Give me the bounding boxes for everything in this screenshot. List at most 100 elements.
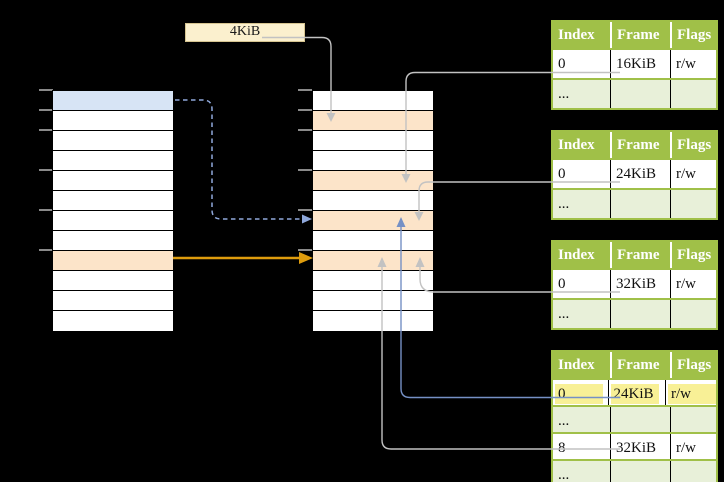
page-table-4-cell: ... (553, 461, 610, 482)
page-table-1-cell: ... (553, 80, 610, 108)
page-table-4-row-0: 0 24KiB r/w (553, 378, 716, 405)
virtual-page-row-0 (53, 91, 173, 111)
virtual-page-row-1 (53, 111, 173, 131)
virtual-page-row-5 (53, 191, 173, 211)
page-table-3-cell: ... (553, 300, 610, 328)
physical-page-row-0 (313, 91, 433, 111)
cell-value: 32KiB (616, 276, 657, 292)
cell-value: r/w (676, 56, 696, 72)
cell-value: ... (558, 413, 570, 429)
physical-page-row-8 (313, 251, 433, 271)
virtual-page-row-6 (53, 211, 173, 231)
virtual-page-row-11 (53, 311, 173, 331)
page-table-4-cell (610, 461, 670, 482)
cell-value: 0 (558, 56, 566, 72)
page-table-4-cell (670, 407, 716, 432)
cell-value: r/w (676, 166, 696, 182)
cell-value: 0 (558, 166, 566, 182)
page-table-3-cell (610, 300, 670, 328)
cell-value: r/w (676, 276, 696, 292)
page-table-4-cell: 8 (553, 434, 610, 459)
address-tick (298, 169, 312, 171)
address-tick (39, 109, 53, 111)
page-table-3-cell: 32KiB (610, 270, 670, 298)
page-table-2-row-0: 0 24KiB r/w (553, 158, 716, 188)
physical-page-row-3 (313, 151, 433, 171)
virtual-page-row-9 (53, 271, 173, 291)
cell-value: ... (558, 306, 570, 322)
virtual-address-ticks (39, 89, 53, 332)
page-table-4-cell: r/w (670, 434, 716, 459)
cell-value: r/w (676, 440, 696, 456)
page-table-1-cell (610, 80, 670, 108)
page-table-2-row-1: ... (553, 188, 716, 218)
page-table-1-row-0: 0 16KiB r/w (553, 48, 716, 78)
page-table-2-cell: 24KiB (610, 160, 670, 188)
physical-page-row-7 (313, 231, 433, 251)
virtual-page-row-3 (53, 151, 173, 171)
address-tick (39, 89, 53, 91)
cell-value: ... (558, 467, 570, 482)
column-header-index: Index (558, 137, 595, 153)
cell-value: ... (558, 196, 570, 212)
physical-address-ticks (298, 89, 312, 332)
page-table-3-cell: 0 (553, 270, 610, 298)
address-tick (39, 169, 53, 171)
physical-page-row-1 (313, 111, 433, 131)
page-table-4-row-3: ... (553, 459, 716, 482)
address-tick (298, 89, 312, 91)
virtual-page-row-7 (53, 231, 173, 251)
page-table-1-row-1: ... (553, 78, 716, 108)
address-tick (298, 109, 312, 111)
page-table-3-row-1: ... (553, 298, 716, 328)
page-table-4-cell (670, 461, 716, 482)
column-header-flags: Flags (670, 132, 716, 158)
page-table-4-cell: ... (553, 407, 610, 432)
page-table-2-cell (670, 190, 716, 218)
page-table-1-cell: 0 (553, 50, 610, 78)
page-table-4-cell: 32KiB (610, 434, 670, 459)
physical-memory-grid (312, 90, 434, 332)
column-header-flags: Flags (670, 22, 716, 48)
cell-value: 24KiB (616, 166, 657, 182)
highlighted-value: 24KiB (610, 384, 659, 404)
page-table-1-cell: 16KiB (610, 50, 670, 78)
page-table-3-cell (670, 300, 716, 328)
address-tick (298, 209, 312, 211)
physical-page-row-11 (313, 311, 433, 331)
physical-page-row-2 (313, 131, 433, 151)
column-header-index: Index (558, 247, 595, 263)
physical-page-row-5 (313, 191, 433, 211)
page-table-1-cell (670, 80, 716, 108)
column-header-frame: Frame (610, 242, 670, 268)
cell-value: 16KiB (616, 56, 657, 72)
page-table-4-cell: r/w (665, 380, 716, 405)
virtual-page-row-4 (53, 171, 173, 191)
page-table-4-cell: 24KiB (607, 380, 665, 405)
column-header-frame: Frame (610, 22, 670, 48)
column-header-index: Index (558, 27, 595, 43)
page-table-2-cell: r/w (670, 160, 716, 188)
cell-value: 0 (558, 276, 566, 292)
column-header-frame: Frame (610, 132, 670, 158)
page-table-3-cell: r/w (670, 270, 716, 298)
virtual-memory-grid (52, 90, 174, 332)
highlighted-value: r/w (668, 384, 716, 404)
physical-page-row-10 (313, 291, 433, 311)
cell-value: 32KiB (616, 440, 657, 456)
physical-page-row-4 (313, 171, 433, 191)
address-tick (298, 249, 312, 251)
cell-value: ... (558, 86, 570, 102)
column-header-flags: Flags (670, 352, 716, 378)
virtual-page-row-2 (53, 131, 173, 151)
highlighted-value: 0 (555, 384, 603, 404)
page-size-label: 4KiB (185, 23, 305, 42)
page-table-4-row-2: 8 32KiB r/w (553, 432, 716, 459)
